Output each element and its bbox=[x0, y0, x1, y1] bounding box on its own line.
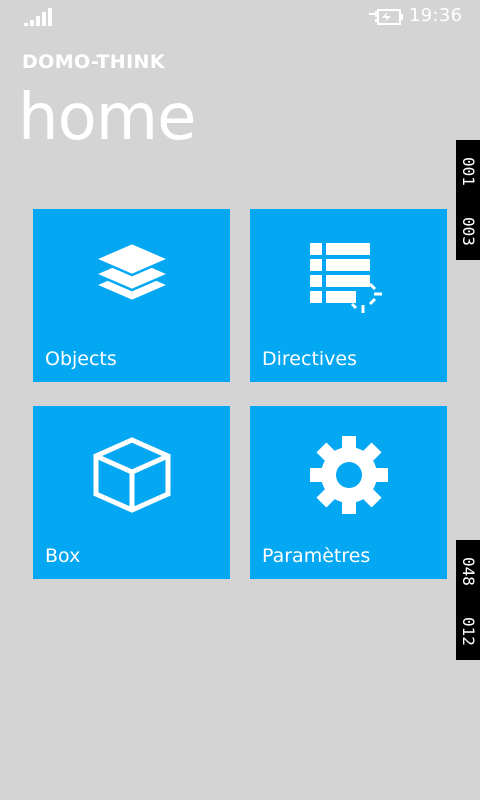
clock: 19:36 bbox=[409, 5, 463, 26]
counter-value: 001 bbox=[459, 156, 478, 186]
app-title: DOMO-THINK bbox=[22, 51, 165, 73]
tile-box[interactable]: Box bbox=[33, 406, 230, 579]
tile-label-box: Box bbox=[45, 545, 81, 567]
tile-label-objects: Objects bbox=[45, 348, 117, 370]
status-bar: 19:36 bbox=[0, 0, 480, 32]
tile-parametres[interactable]: Paramètres bbox=[250, 406, 447, 579]
signal-bars-icon bbox=[24, 8, 52, 26]
page-title: home bbox=[18, 81, 196, 155]
tile-directives[interactable]: Directives bbox=[250, 209, 447, 382]
counter-value: 012 bbox=[459, 616, 478, 646]
list-loading-icon bbox=[310, 243, 382, 313]
debug-counter-top: 001 003 bbox=[456, 140, 480, 260]
tile-objects[interactable]: Objects bbox=[33, 209, 230, 382]
counter-value: 048 bbox=[459, 556, 478, 586]
debug-counter-bottom: 048 012 bbox=[456, 540, 480, 660]
tile-label-parametres: Paramètres bbox=[262, 545, 371, 567]
battery-charging-icon bbox=[369, 9, 403, 25]
layers-icon bbox=[91, 241, 173, 303]
tile-label-directives: Directives bbox=[262, 348, 357, 370]
counter-value: 003 bbox=[459, 216, 478, 246]
gear-icon bbox=[310, 436, 388, 514]
cube-icon bbox=[93, 437, 171, 513]
